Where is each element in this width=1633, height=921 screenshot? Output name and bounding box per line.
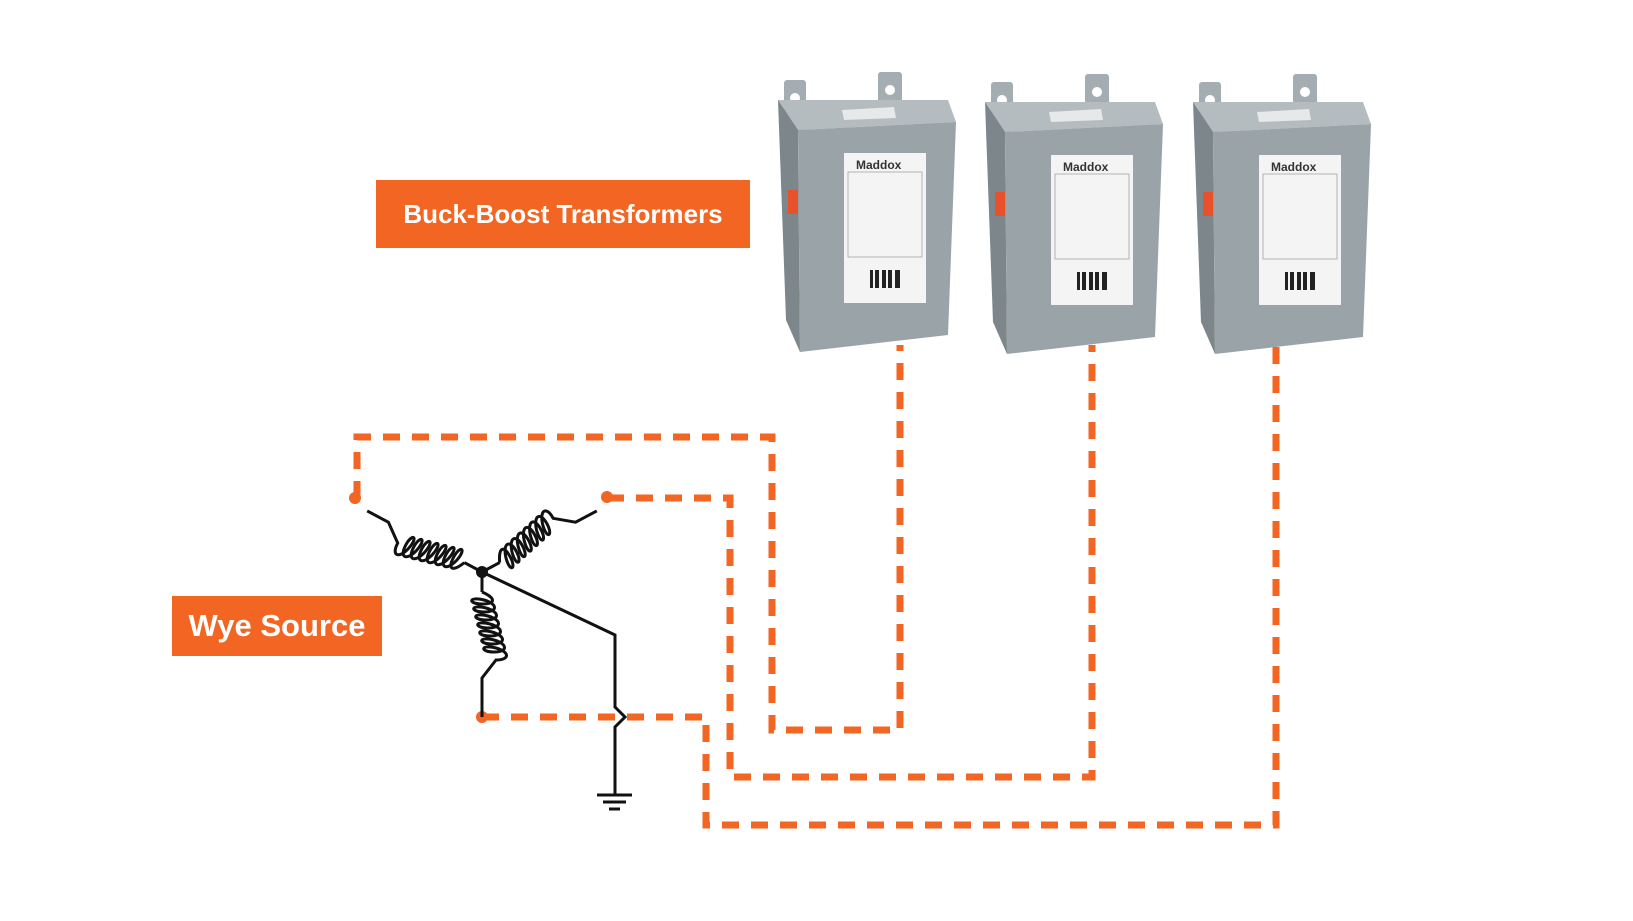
terminal-b — [601, 491, 613, 503]
wire-phase-b — [607, 345, 1096, 781]
ground-icon — [597, 793, 632, 811]
buck-boost-transformers-label: Buck-Boost Transformers — [376, 180, 750, 248]
terminal-a — [349, 492, 361, 504]
brand-text: Maddox — [1063, 160, 1109, 174]
transformer-2: Maddox — [984, 73, 1164, 355]
neutral-ground-wire — [481, 570, 628, 795]
transformer-1: Maddox — [777, 71, 957, 353]
wire-phase-c — [482, 345, 1280, 829]
coil-b — [481, 487, 604, 574]
wire-phase-a — [353, 345, 904, 734]
wye-source-label: Wye Source — [172, 596, 382, 656]
transformer-3: Maddox — [1192, 73, 1372, 355]
neutral-point — [476, 566, 488, 578]
brand-text: Maddox — [1271, 160, 1317, 174]
coil-c — [470, 572, 508, 717]
brand-text: Maddox — [856, 158, 902, 172]
coil-a — [366, 509, 483, 574]
